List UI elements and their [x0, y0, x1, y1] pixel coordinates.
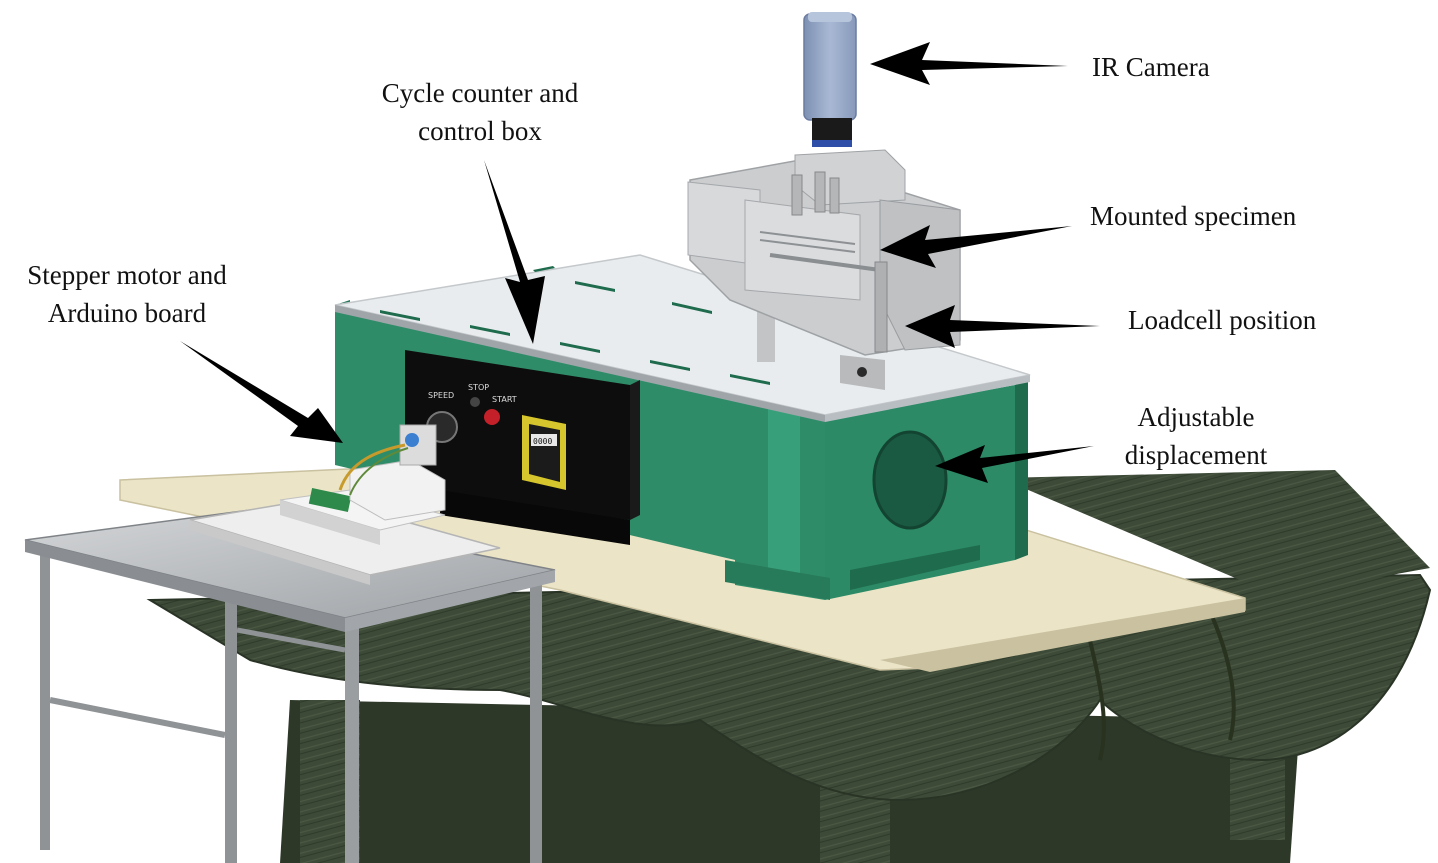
stepper-base-plate-edge — [190, 520, 370, 585]
control-box-bottom — [440, 490, 630, 545]
label-stepper-motor: Stepper motor and Arduino board — [4, 256, 250, 332]
arrow-mounted-specimen — [880, 225, 1072, 268]
camera-lens-barrel — [812, 118, 852, 140]
arrow-ir-camera — [870, 42, 1068, 85]
side-table-top-edge-side — [345, 570, 555, 632]
arrow-cycle-counter — [484, 160, 545, 344]
side-table-leg — [530, 570, 542, 863]
stop-switch — [470, 397, 480, 407]
control-box: SPEED STOP START 0000 — [405, 350, 640, 545]
label-mounted-specimen: Mounted specimen — [1090, 201, 1297, 231]
slot — [470, 325, 510, 336]
slot — [380, 310, 420, 321]
control-box-front — [405, 350, 630, 520]
arrow-loadcell — [905, 305, 1100, 348]
side-table-crossbar — [236, 627, 346, 653]
side-table — [24, 509, 556, 863]
fixture-groove — [759, 239, 856, 253]
fixture-bolt-hole — [857, 367, 867, 377]
side-table-leg — [40, 550, 50, 850]
label-adjustable-displacement: Adjustable displacement — [1096, 398, 1296, 474]
displacement-hole — [872, 430, 948, 530]
bench-top-right-edge — [1000, 470, 1430, 600]
side-table-leg — [225, 600, 237, 863]
camera-lens-ring — [812, 140, 852, 147]
panel-label-start: START — [492, 395, 517, 404]
top-plate-front-edge — [335, 305, 825, 422]
label-loadcell-position: Loadcell position — [1128, 305, 1317, 335]
stepper-mount-front — [280, 500, 380, 545]
panel-label-stop: STOP — [468, 383, 489, 392]
slot — [730, 374, 770, 385]
label-cycle-counter-line-1: Cycle counter and — [381, 78, 579, 108]
specimen — [769, 253, 881, 272]
bench-top-edge — [880, 598, 1245, 672]
frame-vertical-rib — [768, 405, 800, 590]
slot — [650, 360, 690, 371]
label-ir-camera: IR Camera — [1092, 52, 1210, 82]
frame-end-side — [1015, 378, 1028, 560]
start-button — [484, 409, 500, 425]
fixture-groove — [759, 231, 856, 245]
label-adjustable-line-1: Adjustable — [1137, 402, 1255, 432]
fixture-bolt — [814, 171, 826, 213]
annotation-arrows — [180, 42, 1100, 483]
cycle-counter-face — [529, 424, 560, 482]
control-box-side — [630, 380, 640, 520]
frame-foot-cutout — [850, 545, 980, 590]
slot — [533, 266, 555, 272]
cycle-counter-display — [531, 434, 557, 446]
slot — [575, 281, 615, 292]
label-stepper-line-1: Stepper motor and — [27, 260, 227, 290]
slot — [672, 302, 712, 314]
motor-shaft — [405, 433, 419, 447]
stepper-assembly — [189, 424, 501, 585]
label-cycle-counter-line-2: control box — [418, 116, 542, 146]
cycle-counter-digits: 0000 — [533, 437, 552, 446]
motor-wires-2 — [349, 447, 409, 496]
fixture-assembly — [687, 149, 961, 390]
panel-label-speed: SPEED — [428, 391, 454, 400]
label-stepper-line-2: Arduino board — [47, 298, 207, 328]
camera-body — [803, 13, 857, 121]
arrow-adjustable — [935, 445, 1094, 483]
motor-housing — [399, 424, 437, 466]
fixture-bolt — [829, 177, 840, 214]
motor-wires — [338, 443, 406, 491]
fixture-top-block — [794, 149, 906, 206]
slot — [560, 342, 600, 353]
side-table-top-edge — [25, 540, 345, 632]
camera-body-top — [808, 12, 852, 22]
label-cycle-counter: Cycle counter and control box — [362, 74, 598, 150]
top-plate-slots — [380, 266, 770, 385]
side-table-crossbar — [49, 697, 226, 738]
ir-camera — [803, 12, 857, 147]
side-table-leg — [345, 615, 359, 863]
top-plate-side-edge — [825, 375, 1030, 422]
label-adjustable-line-2: displacement — [1124, 440, 1268, 470]
fixture-bolt — [791, 174, 803, 216]
frame-foot — [725, 560, 830, 600]
arduino-board — [308, 488, 352, 512]
loadcell — [874, 261, 888, 353]
arrow-stepper — [180, 341, 343, 443]
